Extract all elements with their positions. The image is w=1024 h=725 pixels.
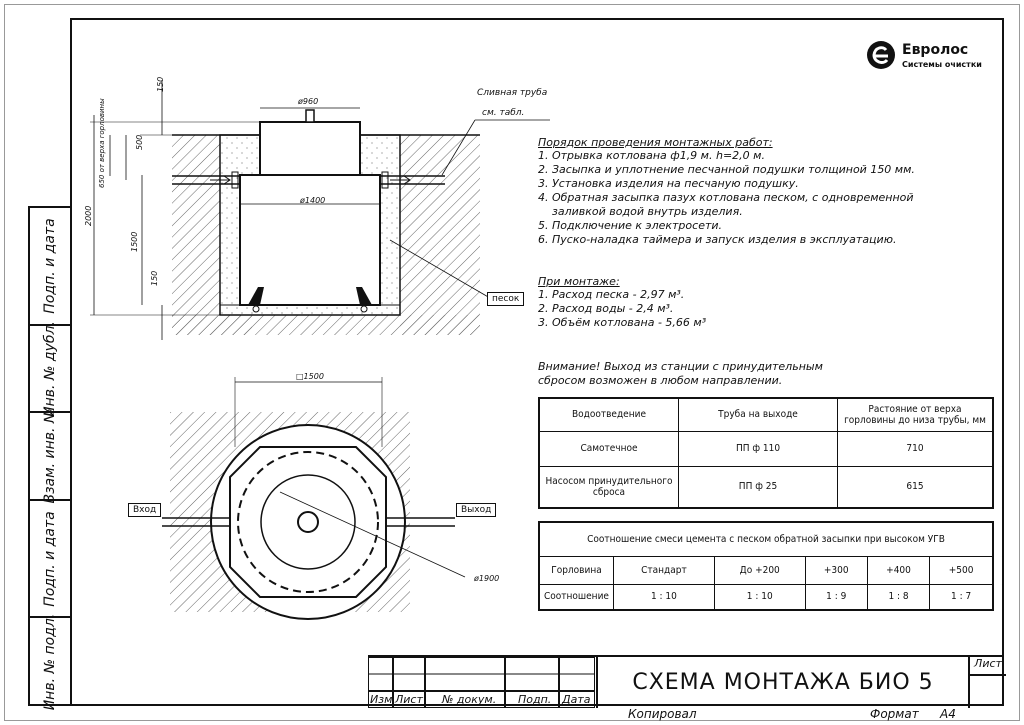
dim-top-diameter: ø960 — [298, 97, 319, 106]
outlet-table: Водоотведение Труба на выходе Растояние … — [538, 397, 994, 509]
table-cell: 1 : 10 — [713, 583, 806, 611]
logo-name: Евролос — [902, 42, 969, 58]
format-value: A4 — [940, 707, 956, 721]
table-cell: Стандарт — [612, 555, 715, 585]
drain-pipe-ref: см. табл. — [482, 108, 525, 118]
logo-tagline: Системы очистки — [902, 60, 982, 69]
attention-note: Внимание! Выход из станции с принудитель… — [538, 360, 878, 388]
table-cell: Горловина — [538, 555, 614, 585]
drawing-frame — [70, 18, 1004, 706]
install-order: Порядок проведения монтажных работ: 1. О… — [538, 136, 978, 247]
stamp-cell: Подп. и дата — [30, 208, 70, 326]
table-cell: Самотечное — [538, 430, 679, 467]
plan-view — [162, 377, 466, 620]
stamp-cell: Инв. № дубл. — [30, 321, 70, 416]
sheet-label: Лист — [970, 657, 1006, 676]
soil-hatch — [172, 315, 480, 335]
table-header: Водоотведение — [538, 397, 679, 432]
table-cell: 615 — [837, 465, 994, 509]
tank-outline — [237, 451, 379, 593]
outlet-label: Выход — [456, 503, 497, 517]
section-view — [90, 80, 550, 340]
table-cell: 1 : 10 — [612, 583, 715, 611]
revision-grid — [368, 657, 595, 708]
table-cell: +400 — [866, 555, 931, 585]
dim-150-bottom: 150 — [150, 270, 159, 286]
table-header: Растояние от верха горловины до низа тру… — [837, 397, 994, 432]
install-step: 4. Обратная засыпка пазух котлована песк… — [538, 191, 914, 204]
tank-neck — [259, 121, 361, 176]
col-date: Дата — [562, 693, 591, 706]
side-stamp: Подп. и дата Инв. № дубл. Взам. инв. № П… — [28, 206, 70, 711]
table-cell: До +200 — [713, 555, 806, 585]
mounting-item: 1. Расход песка - 2,97 м³. — [538, 288, 685, 301]
dim-2000: 2000 — [84, 205, 93, 226]
stamp-label: Подп. и дата — [42, 510, 58, 607]
attention-line: Внимание! Выход из станции с принудитель… — [538, 360, 823, 373]
table-header: Труба на выходе — [678, 397, 838, 432]
table-cell: 710 — [837, 430, 994, 467]
mounting-title: При монтаже: — [538, 275, 620, 288]
drawing-title: СХЕМА МОНТАЖА БИО 5 — [596, 657, 968, 708]
table-cell: ПП ф 110 — [678, 430, 838, 467]
install-order-title: Порядок проведения монтажных работ: — [538, 136, 773, 149]
install-step: 3. Установка изделия на песчаную подушку… — [538, 177, 799, 190]
stamp-cell: Взам. инв. № — [30, 408, 70, 504]
table-cell: Соотношение — [538, 583, 614, 611]
install-step: 5. Подключение к электросети. — [538, 219, 723, 232]
dim-square: □1500 — [296, 372, 324, 381]
dim-500: 500 — [135, 134, 144, 150]
mix-table: Соотношение смеси цемента с песком обрат… — [538, 521, 994, 611]
stamp-label: Подп. и дата — [42, 218, 58, 314]
dim-650: 650 от верха горловины — [98, 98, 106, 188]
stamp-cell: Инв. № подл. — [30, 614, 70, 711]
sheet-cell: Лист — [968, 657, 1006, 708]
dim-150-top: 150 — [156, 76, 165, 92]
table-cell: +500 — [929, 555, 994, 585]
col-sheet: Лист — [395, 693, 423, 706]
mounting-item: 2. Расход воды - 2,4 м³. — [538, 302, 674, 315]
mounting-notes: При монтаже: 1. Расход песка - 2,97 м³. … — [538, 275, 838, 330]
install-step: 1. Отрывка котлована ф1,9 м. h=2,0 м. — [538, 149, 765, 162]
install-step: 2. Засыпка и уплотнение песчанной подушк… — [538, 163, 915, 176]
table-cell: Насосом принудительного сброса — [538, 465, 679, 509]
inlet-label: Вход — [128, 503, 162, 517]
drain-pipe-label: Сливная труба — [477, 88, 548, 98]
table-cell: 1 : 9 — [804, 583, 868, 611]
install-step: 6. Пуско-наладка таймера и запуск издели… — [538, 233, 897, 246]
dim-1500: 1500 — [130, 231, 139, 252]
title-block: Изм Лист № докум. Подп. Дата СХЕМА МОНТА… — [368, 655, 1006, 708]
table-cell: ПП ф 25 — [678, 465, 838, 509]
table-cell: 1 : 8 — [866, 583, 931, 611]
outer-border — [4, 4, 1020, 721]
eurolos-logo-icon — [867, 41, 895, 69]
install-step: заливкой водой внутрь изделия. — [552, 205, 743, 218]
sand-label: песок — [487, 292, 525, 306]
table-cell: 1 : 7 — [929, 583, 994, 611]
dim-inner-diameter: ø1400 — [300, 196, 326, 205]
col-sign: Подп. — [518, 693, 552, 706]
copied-label: Копировал — [628, 707, 697, 721]
table-header: Соотношение смеси цемента с песком обрат… — [538, 521, 994, 557]
stamp-label: Инв. № подл. — [42, 613, 58, 711]
soil-hatch — [400, 135, 480, 335]
stamp-label: Взам. инв. № — [42, 408, 58, 504]
stamp-cell: Подп. и дата — [30, 501, 70, 618]
mounting-item: 3. Объём котлована - 5,66 м³ — [538, 316, 707, 329]
attention-line: сбросом возможен в любом направлении. — [538, 374, 783, 387]
table-cell: +300 — [804, 555, 868, 585]
tank-body — [239, 174, 381, 306]
dim-pit: ø1900 — [474, 574, 500, 583]
format-label: Формат — [870, 707, 919, 721]
stamp-label: Инв. № дубл. — [42, 320, 58, 417]
col-doc: № докум. — [442, 693, 497, 706]
col-rev: Изм — [370, 693, 393, 706]
